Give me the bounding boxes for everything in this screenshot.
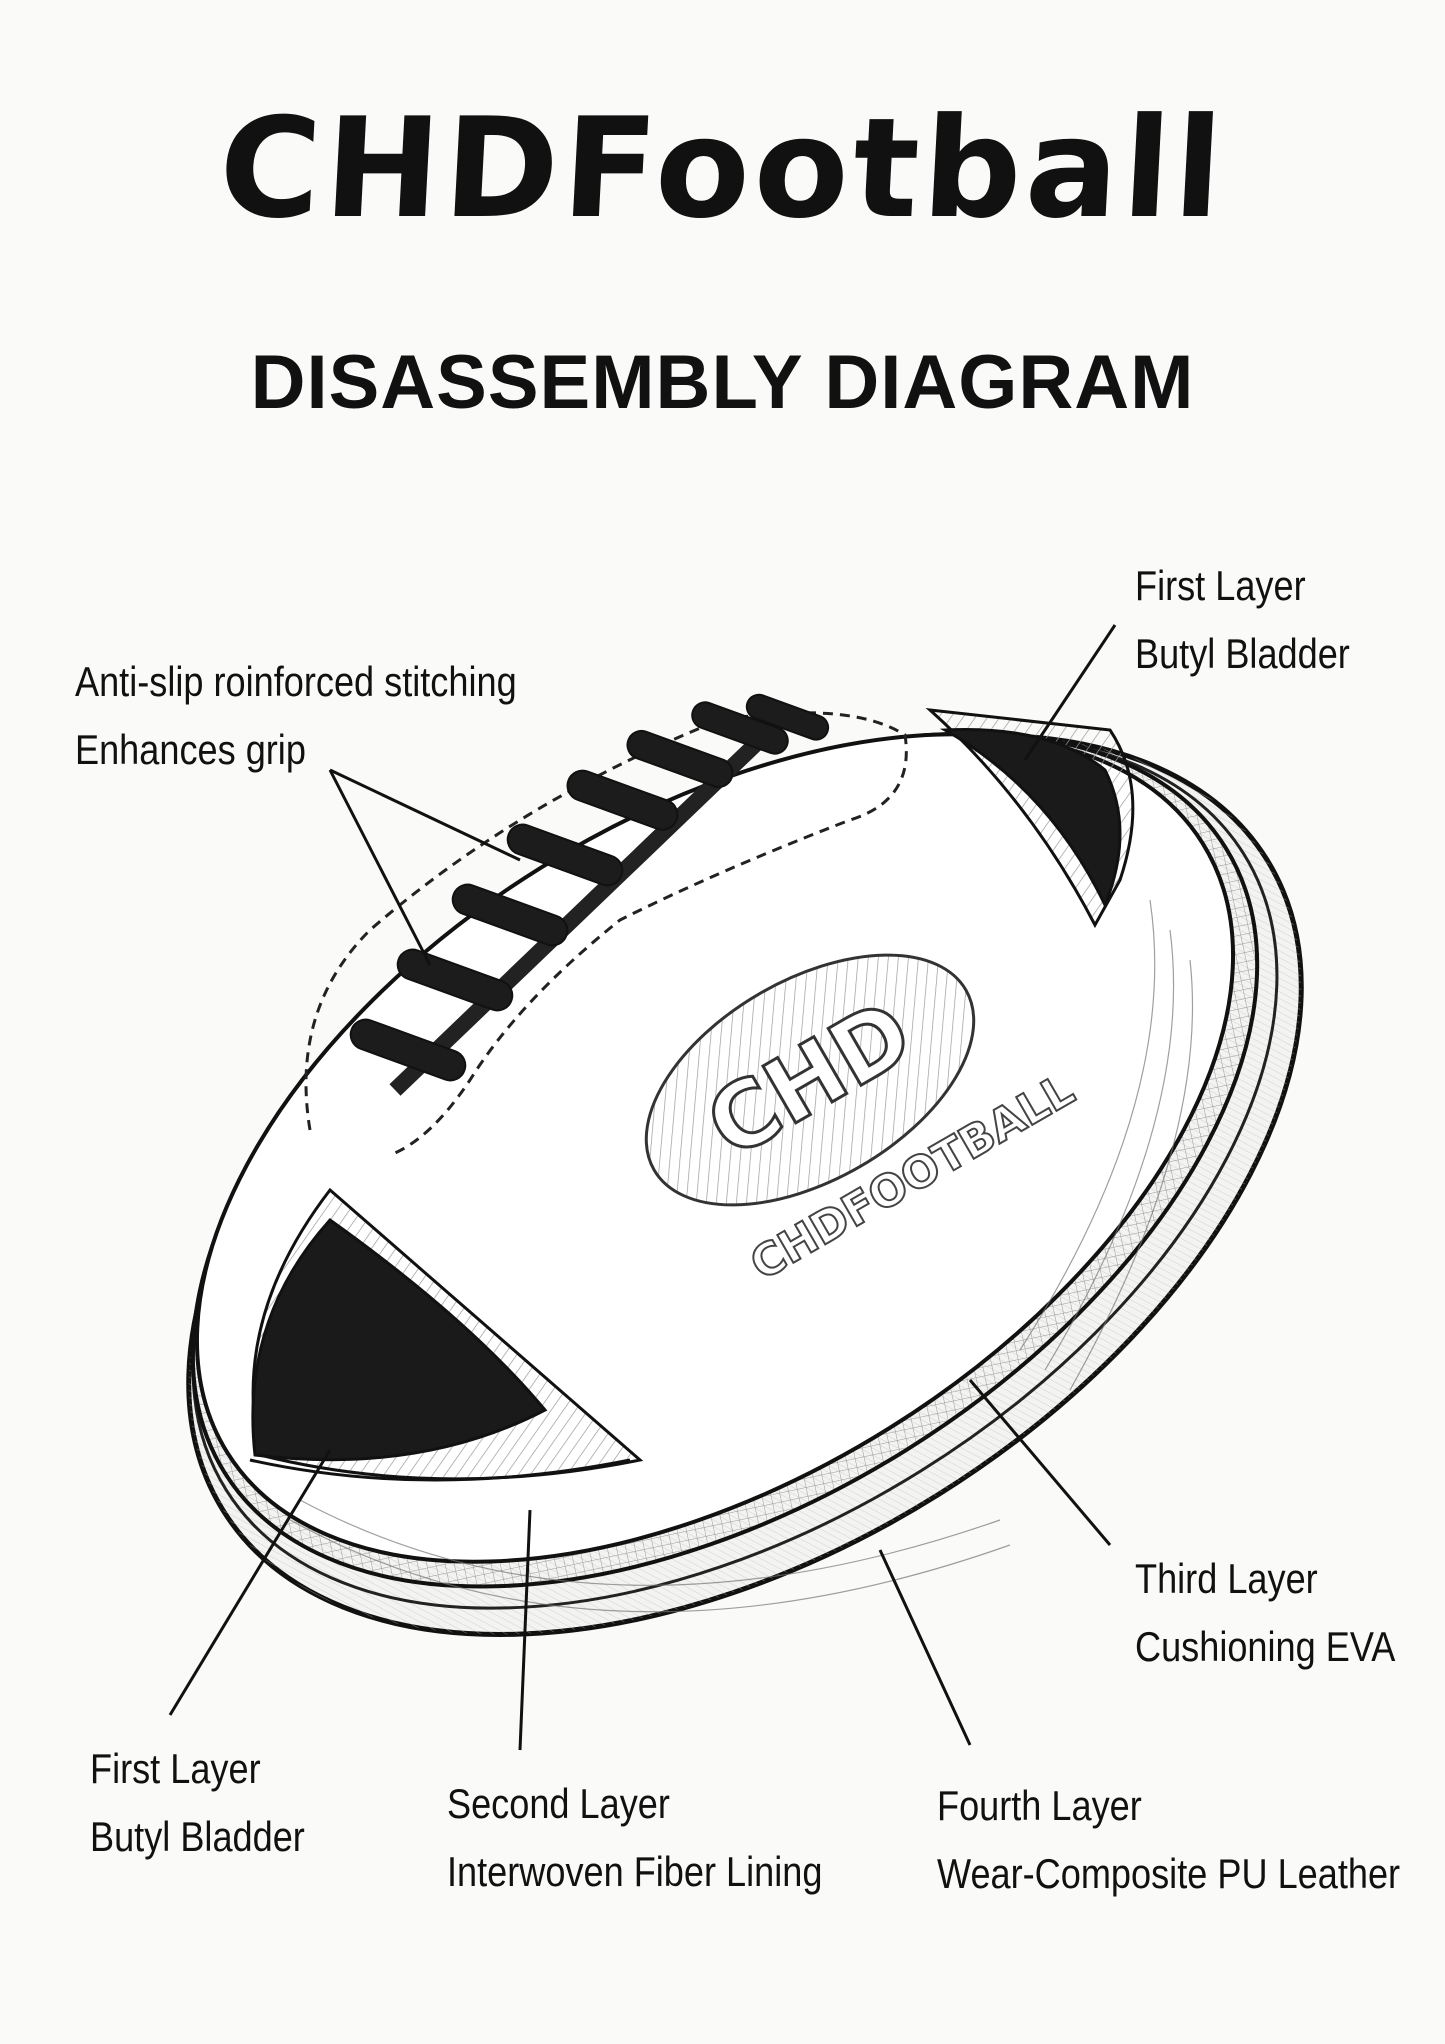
callout-second-layer-line1: Second Layer	[447, 1780, 670, 1827]
leader-stitching-2	[329, 768, 521, 862]
leader-first-layer-bottom	[168, 1449, 332, 1716]
callout-stitching-line2: Enhances grip	[75, 726, 306, 773]
callout-first-layer-bottom-line1: First Layer	[90, 1745, 261, 1792]
diagram-subtitle: DISASSEMBLY DIAGRAM	[250, 340, 1195, 425]
callout-first-layer-bottom-line2: Butyl Bladder	[90, 1813, 305, 1860]
callout-second-layer: Second Layer Interwoven Fiber Lining	[447, 1770, 822, 1906]
leader-stitching-1	[328, 769, 432, 966]
callout-fourth-layer: Fourth Layer Wear-Composite PU Leather	[937, 1772, 1400, 1908]
cutaway-top-right	[925, 707, 1135, 929]
callout-third-layer-line1: Third Layer	[1135, 1555, 1318, 1602]
callout-stitching: Anti-slip roinforced stitching Enhances …	[75, 648, 517, 784]
callout-fourth-layer-line2: Wear-Composite PU Leather	[937, 1850, 1401, 1897]
callout-first-layer-top-line1: First Layer	[1135, 562, 1306, 609]
callout-stitching-line1: Anti-slip roinforced stitching	[75, 658, 517, 705]
leader-first-layer-top	[1023, 624, 1117, 761]
callout-second-layer-line2: Interwoven Fiber Lining	[447, 1848, 823, 1895]
bladder-bottom	[251, 1218, 548, 1462]
callout-fourth-layer-line1: Fourth Layer	[937, 1782, 1142, 1829]
leader-second-layer	[518, 1509, 532, 1751]
laces	[349, 693, 830, 1096]
leader-third-layer	[968, 1379, 1112, 1546]
leader-fourth-layer	[878, 1549, 972, 1746]
leader-lines	[168, 624, 1117, 1751]
callout-third-layer-line2: Cushioning EVA	[1135, 1623, 1396, 1670]
bladder-top	[939, 728, 1122, 909]
callout-first-layer-bottom: First Layer Butyl Bladder	[90, 1735, 305, 1871]
cutaway-bottom-left	[249, 1187, 644, 1482]
callout-third-layer: Third Layer Cushioning EVA	[1135, 1545, 1395, 1681]
callout-first-layer-top: First Layer Butyl Bladder	[1135, 552, 1350, 688]
callout-first-layer-top-line2: Butyl Bladder	[1135, 630, 1350, 677]
